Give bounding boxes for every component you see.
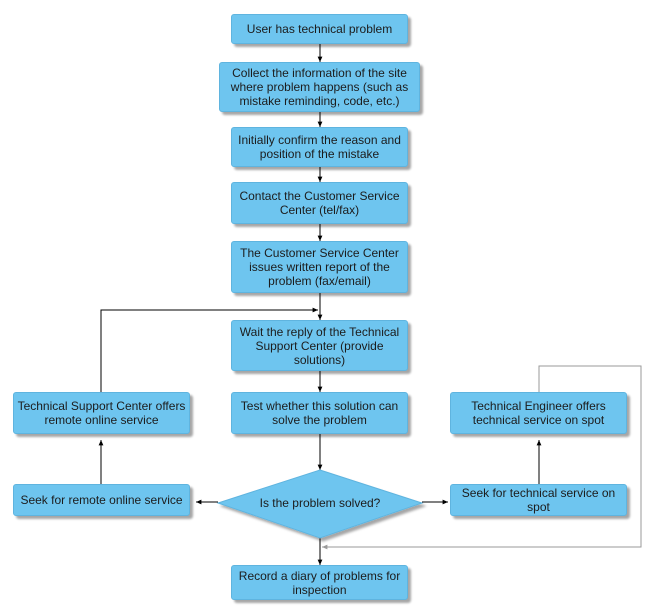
step-seek-remote: Seek for remote online service bbox=[13, 484, 190, 516]
step-spot-service: Technical Engineer offers technical serv… bbox=[450, 392, 627, 434]
step-written-report: The Customer Service Center issues writt… bbox=[231, 241, 408, 293]
step-contact-center: Contact the Customer Service Center (tel… bbox=[231, 182, 408, 224]
loop-spot-to-record bbox=[322, 365, 642, 550]
step-record-diary: Record a diary of problems for inspectio… bbox=[231, 565, 408, 600]
step-collect-info: Collect the information of the site wher… bbox=[219, 62, 420, 112]
step-test-solution: Test whether this solution can solve the… bbox=[231, 392, 408, 434]
decision-diamond bbox=[216, 469, 424, 539]
step-user-problem: User has technical problem bbox=[231, 14, 408, 44]
decision-label: Is the problem solved? bbox=[259, 496, 381, 510]
step-confirm-reason: Initially confirm the reason and positio… bbox=[231, 127, 408, 167]
step-remote-service: Technical Support Center offers remote o… bbox=[13, 392, 190, 434]
loop-remote-to-wait bbox=[100, 307, 318, 392]
step-seek-spot: Seek for technical service on spot bbox=[450, 484, 627, 516]
step-wait-reply: Wait the reply of the Technical Support … bbox=[231, 320, 408, 371]
